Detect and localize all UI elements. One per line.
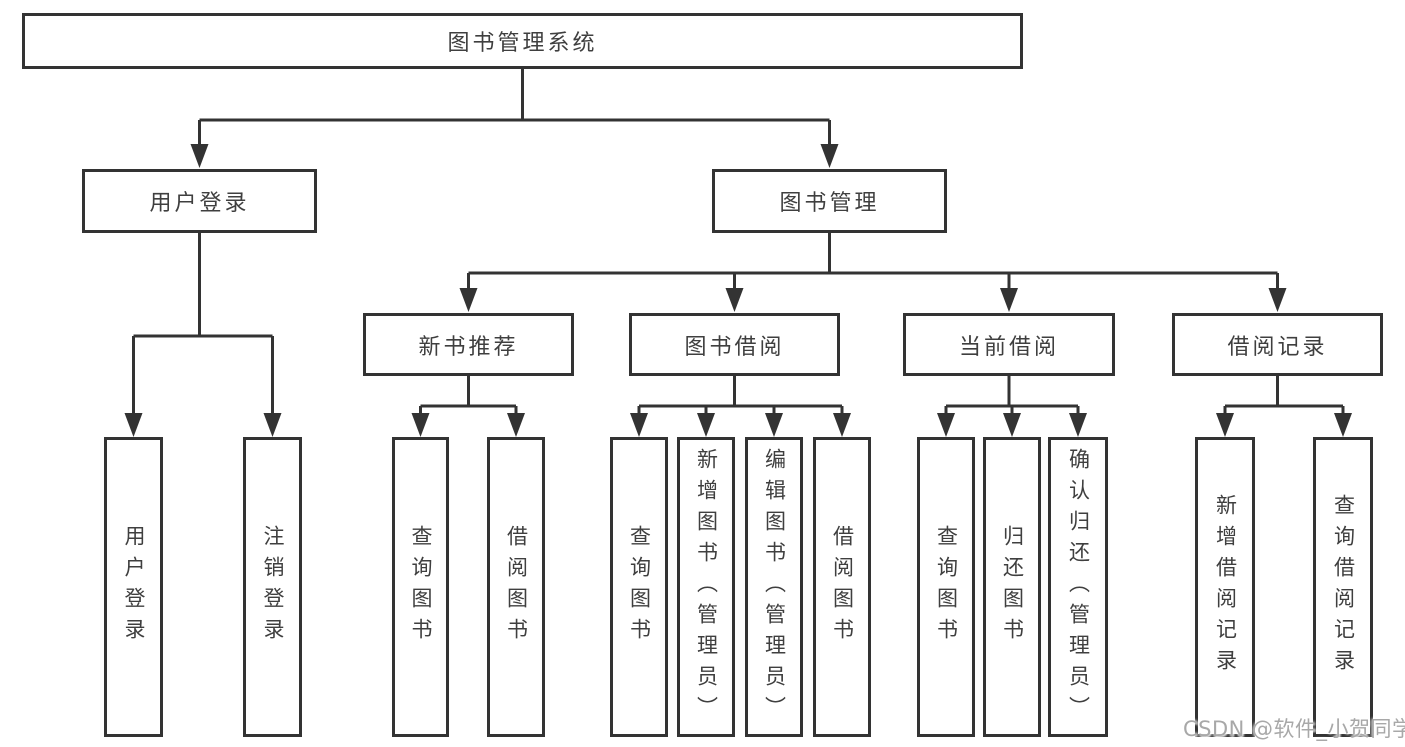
node-current-borrow: 当前借阅 — [903, 313, 1115, 376]
leaf-query-book-recommend-label: 查询图书 — [409, 525, 433, 649]
node-book-management: 图书管理 — [712, 169, 947, 233]
leaf-user-login-label: 用户登录 — [122, 525, 146, 649]
leaf-add-borrow-record-label: 新增借阅记录 — [1213, 494, 1238, 680]
connector-paths — [132, 69, 1345, 417]
watermark: CSDN @软件_小贺同学 — [1183, 717, 1405, 741]
node-current-borrow-label: 当前借阅 — [958, 334, 1059, 360]
leaf-add-book-admin-label: 新增图书（管理员） — [694, 447, 719, 727]
leaf-logout-label: 注销登录 — [261, 525, 285, 649]
leaf-query-borrow-record: 查询借阅记录 — [1313, 437, 1373, 737]
leaf-add-book-admin: 新增图书（管理员） — [677, 437, 735, 737]
leaf-edit-book-admin-label: 编辑图书（管理员） — [762, 447, 787, 727]
leaf-query-borrow-record-label: 查询借阅记录 — [1331, 494, 1356, 680]
arrowhead-icons — [124, 144, 1352, 437]
node-root-label: 图书管理系统 — [447, 31, 598, 56]
leaf-query-book-borrow-label: 查询图书 — [627, 525, 652, 649]
leaf-borrow-book-recommend: 借阅图书 — [487, 437, 545, 737]
leaf-query-book-recommend: 查询图书 — [392, 437, 449, 737]
leaf-query-book-borrow: 查询图书 — [610, 437, 668, 737]
node-book-management-label: 图书管理 — [779, 191, 880, 216]
leaf-return-book-label: 归还图书 — [1000, 525, 1025, 649]
leaf-user-login: 用户登录 — [104, 437, 163, 737]
node-root: 图书管理系统 — [22, 13, 1023, 69]
leaf-borrow-book: 借阅图书 — [813, 437, 871, 737]
leaf-return-book: 归还图书 — [983, 437, 1041, 737]
leaf-logout: 注销登录 — [243, 437, 302, 737]
node-book-borrow: 图书借阅 — [629, 313, 840, 376]
leaf-borrow-book-recommend-label: 借阅图书 — [504, 525, 529, 649]
node-new-book-recommend: 新书推荐 — [363, 313, 574, 376]
node-user-login-label: 用户登录 — [149, 191, 250, 216]
leaf-borrow-book-label: 借阅图书 — [830, 525, 855, 649]
leaf-query-book-current: 查询图书 — [917, 437, 975, 737]
leaf-confirm-return-admin: 确认归还（管理员） — [1048, 437, 1108, 737]
leaf-add-borrow-record: 新增借阅记录 — [1195, 437, 1255, 737]
node-borrow-records: 借阅记录 — [1172, 313, 1383, 376]
leaf-confirm-return-admin-label: 确认归还（管理员） — [1066, 447, 1091, 727]
leaf-edit-book-admin: 编辑图书（管理员） — [745, 437, 803, 737]
node-book-borrow-label: 图书借阅 — [684, 334, 785, 360]
node-borrow-records-label: 借阅记录 — [1227, 334, 1328, 360]
node-new-book-recommend-label: 新书推荐 — [418, 334, 519, 360]
leaf-query-book-current-label: 查询图书 — [934, 525, 959, 649]
node-user-login: 用户登录 — [82, 169, 317, 233]
